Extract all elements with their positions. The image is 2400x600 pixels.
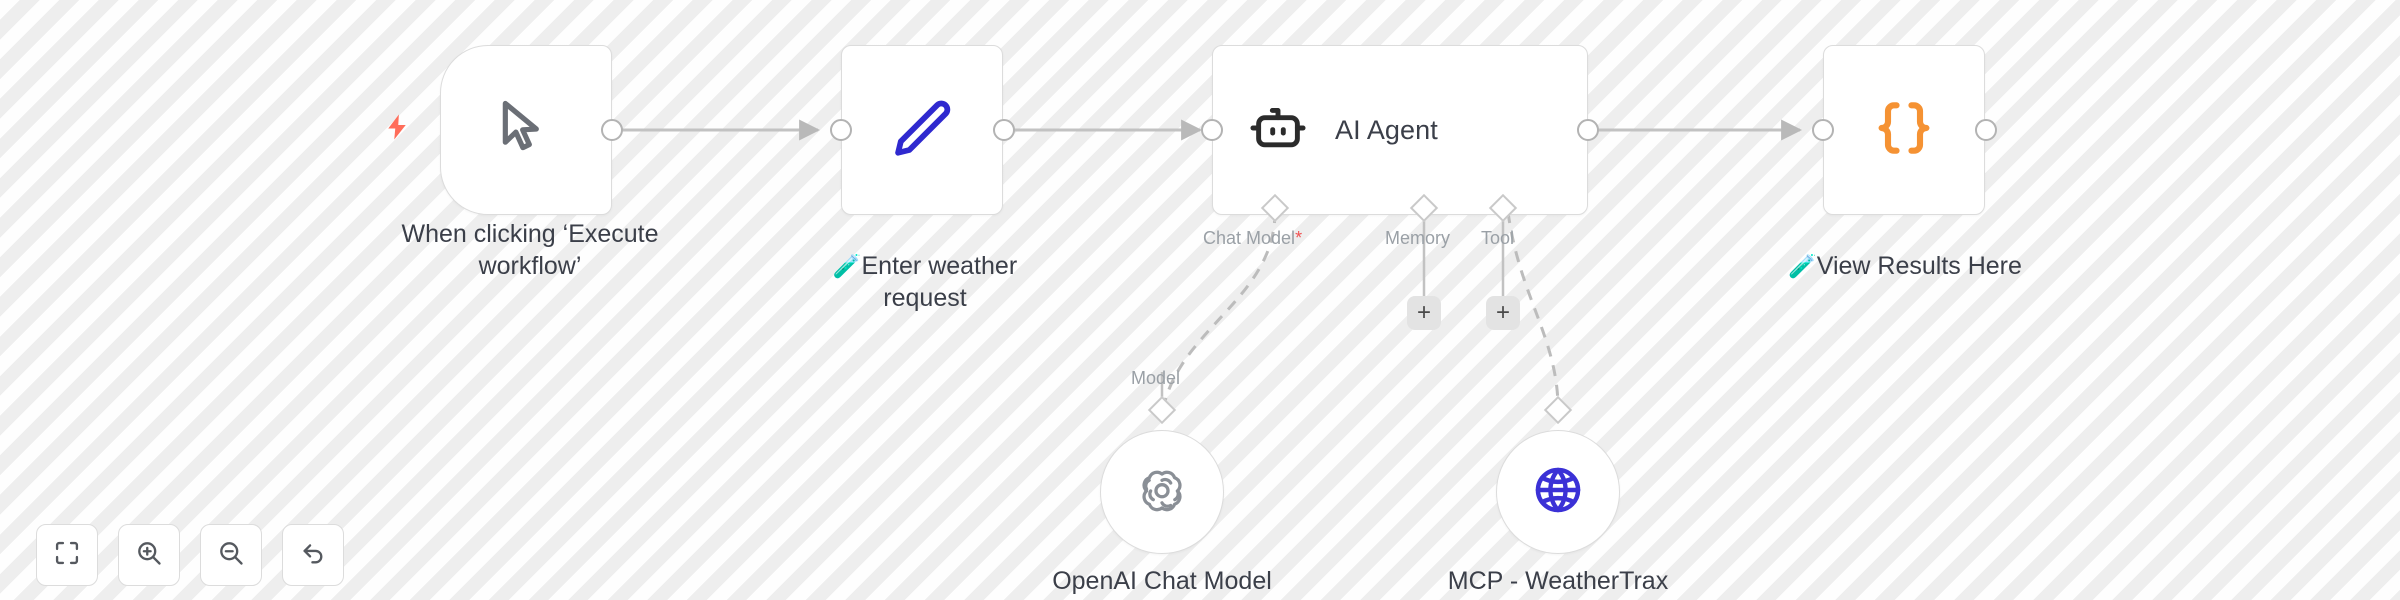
plus-icon: +: [1495, 299, 1510, 326]
add-memory-button[interactable]: +: [1407, 296, 1441, 330]
node-enter-weather-request[interactable]: [841, 45, 1003, 215]
required-marker: *: [1295, 228, 1303, 248]
node-when-clicking-execute-workflow[interactable]: [440, 45, 612, 215]
reset-zoom-button[interactable]: [282, 524, 344, 586]
zoom-in-icon: [135, 539, 163, 572]
sub-label-chat-model: Chat Model*: [1203, 228, 1302, 249]
robot-icon: [1247, 97, 1309, 164]
node-label-view-results-here: 🧪View Results Here: [1740, 218, 2070, 282]
pencil-icon: [889, 95, 955, 166]
test-tube-emoji: 🧪: [1788, 253, 1817, 279]
node-mcp-weathertrax[interactable]: [1496, 430, 1620, 554]
zoom-in-button[interactable]: [118, 524, 180, 586]
canvas-toolbar: [36, 524, 344, 586]
zoom-out-icon: [217, 539, 245, 572]
sub-label-memory: Memory: [1385, 228, 1451, 248]
lightning-bolt-icon: [382, 108, 412, 151]
node-label-text: View Results Here: [1816, 252, 2022, 280]
port-agent-input[interactable]: [1201, 119, 1223, 141]
add-tool-button[interactable]: +: [1486, 296, 1520, 330]
node-label-mcp-weathertrax: MCP - WeatherTrax: [1447, 567, 1669, 595]
zoom-out-button[interactable]: [200, 524, 262, 586]
node-label-enter-weather-request: 🧪Enter weather request: [760, 218, 1090, 314]
fit-view-button[interactable]: [36, 524, 98, 586]
node-openai-chat-model[interactable]: [1100, 430, 1224, 554]
undo-arrow-icon: [299, 539, 327, 572]
node-view-results-here[interactable]: [1823, 45, 1985, 215]
node-label-text: Enter weather request: [861, 252, 1018, 312]
curly-braces-icon: [1872, 96, 1936, 165]
fit-view-icon: [53, 539, 81, 572]
sub-label-chat-model-text: Chat Model: [1203, 228, 1296, 248]
port-set-output[interactable]: [993, 119, 1015, 141]
node-label-when-clicking-execute-workflow: When clicking ‘Execute workflow’: [401, 220, 659, 280]
node-label-openai-chat-model: OpenAI Chat Model: [1052, 567, 1272, 595]
test-tube-emoji: 🧪: [832, 253, 862, 279]
port-set-input[interactable]: [830, 119, 852, 141]
node-ai-agent[interactable]: AI Agent: [1212, 45, 1588, 215]
mouse-pointer-icon: [495, 97, 557, 164]
node-title-ai-agent: AI Agent: [1335, 114, 1438, 145]
port-trigger-output[interactable]: [601, 119, 623, 141]
port-results-input[interactable]: [1812, 119, 1834, 141]
port-results-output[interactable]: [1975, 119, 1997, 141]
port-agent-output[interactable]: [1577, 119, 1599, 141]
sub-label-tool: Tool: [1481, 228, 1515, 248]
plus-icon: +: [1416, 299, 1431, 326]
openai-icon: [1133, 461, 1191, 524]
port-openai-model[interactable]: [1147, 395, 1177, 425]
port-mcp-tool[interactable]: [1543, 395, 1573, 425]
globe-icon: [1530, 462, 1586, 523]
sub-label-model: Model: [1131, 368, 1181, 388]
